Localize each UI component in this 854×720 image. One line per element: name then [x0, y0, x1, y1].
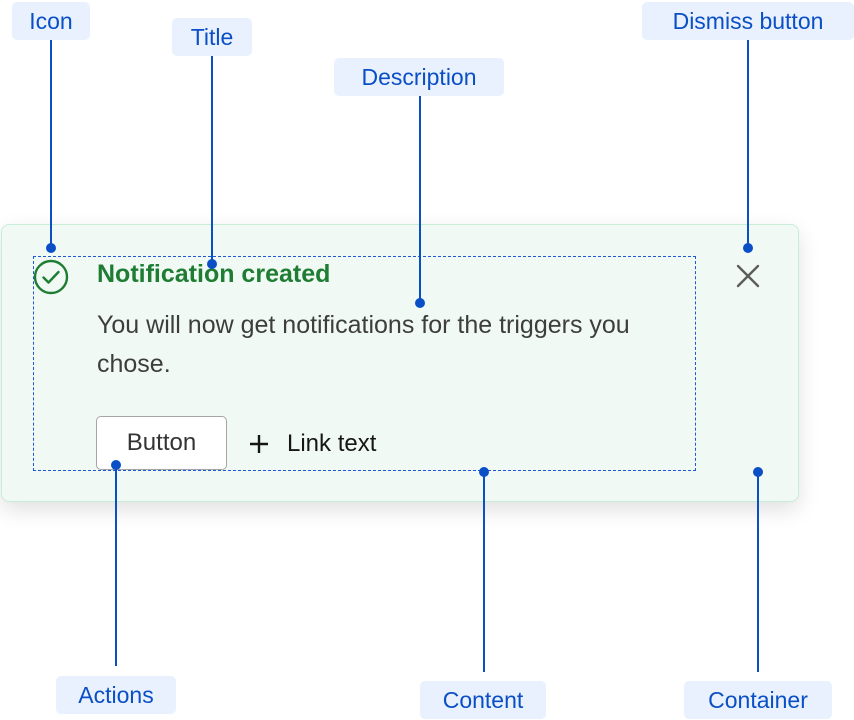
callout-label-content: Content [420, 681, 546, 719]
leader-dot-dismiss [743, 243, 753, 253]
checkmark-circle-icon [33, 259, 69, 295]
action-link[interactable]: Link text [247, 427, 376, 461]
leader-dot-description [415, 298, 425, 308]
close-icon[interactable] [734, 262, 762, 290]
leader-line-title [211, 56, 213, 264]
callout-label-actions: Actions [56, 676, 176, 714]
callout-label-description: Description [334, 58, 504, 96]
leader-line-container [757, 472, 759, 672]
leader-line-icon [50, 40, 52, 248]
leader-dot-title [207, 259, 217, 269]
action-link-label: Link text [287, 430, 377, 457]
leader-dot-icon [46, 243, 56, 253]
action-button[interactable]: Button [96, 416, 227, 470]
leader-line-dismiss [747, 40, 749, 248]
leader-dot-container [753, 467, 763, 477]
callout-label-dismiss-button: Dismiss button [642, 2, 854, 40]
leader-line-content [483, 472, 485, 672]
callout-label-container: Container [684, 681, 832, 719]
leader-dot-content [479, 467, 489, 477]
notification-description: You will now get notifications for the t… [97, 311, 630, 378]
plus-icon [250, 435, 268, 453]
leader-dot-actions [111, 460, 121, 470]
callout-label-title: Title [172, 18, 252, 56]
content-outline [33, 256, 696, 471]
leader-line-description [419, 96, 421, 303]
callout-label-icon: Icon [12, 2, 90, 40]
leader-line-actions [115, 465, 117, 666]
